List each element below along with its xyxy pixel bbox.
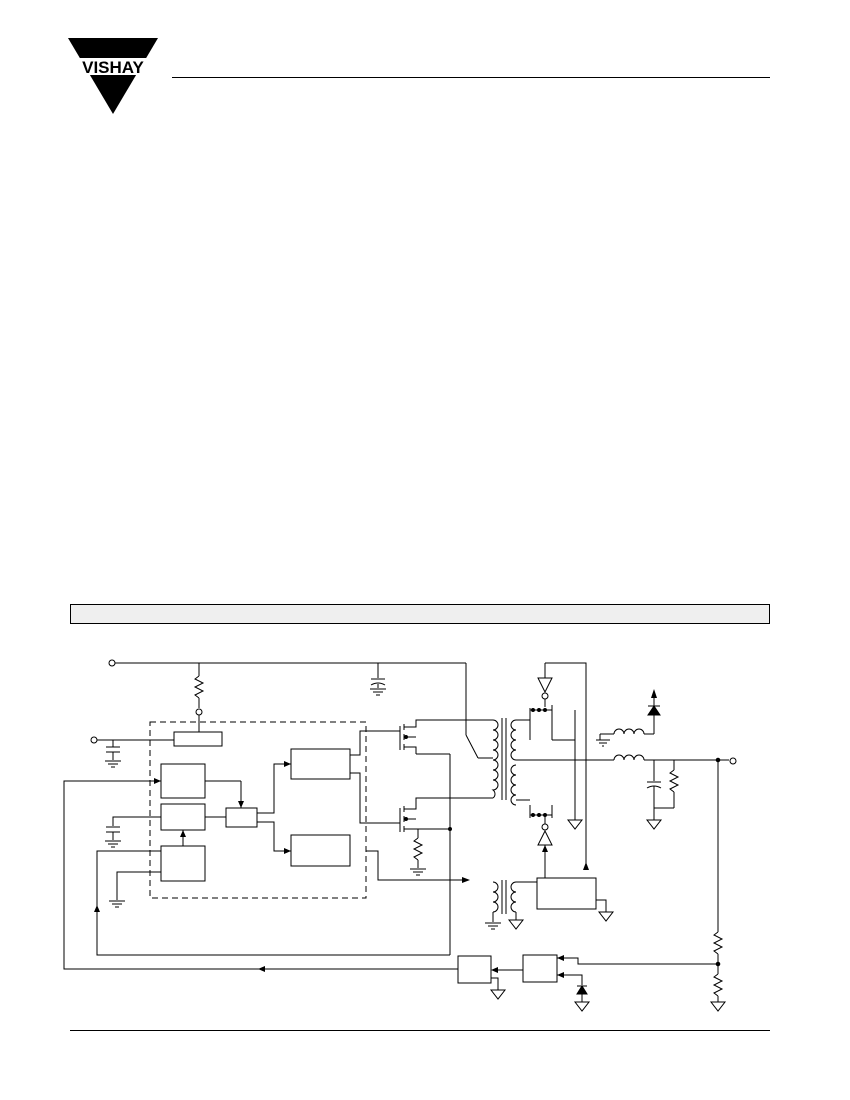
sync-rectifier-bottom xyxy=(529,805,553,878)
circuit-schematic xyxy=(63,659,737,1012)
pullup-resistor xyxy=(193,663,205,732)
secondary-controller-block xyxy=(536,877,597,910)
vishay-logo: VISHAY xyxy=(68,38,158,114)
optocoupler-block xyxy=(457,955,492,984)
header-rule xyxy=(172,77,770,78)
input-terminal xyxy=(108,659,116,667)
mosfet-b xyxy=(399,797,493,832)
figure-caption-bar xyxy=(70,604,770,624)
footer-rule xyxy=(70,1030,770,1031)
feedback-divider xyxy=(709,760,727,1012)
feedback-transformer xyxy=(485,880,537,930)
error-amp-block xyxy=(160,803,206,831)
driver-b-block xyxy=(290,834,351,867)
output-capacitor xyxy=(646,760,674,809)
input-capacitor xyxy=(370,663,386,696)
reference-zener xyxy=(557,972,591,1012)
aux-output xyxy=(596,689,661,747)
controller-ic xyxy=(149,721,367,899)
logo-text: VISHAY xyxy=(82,58,144,77)
main-transformer xyxy=(491,718,614,806)
load-resistor xyxy=(668,760,680,808)
logo-triangle xyxy=(68,38,158,114)
softstart-block xyxy=(160,845,206,882)
sense-resistor xyxy=(410,829,426,876)
error-amplifier-block xyxy=(522,954,558,983)
driver-a-block xyxy=(290,748,351,780)
bias-terminal xyxy=(90,736,98,744)
mosfet-a xyxy=(399,719,493,754)
sync-rectifier-top xyxy=(529,662,587,870)
oscillator-block xyxy=(160,763,206,799)
regulator-block xyxy=(173,731,223,747)
logic-block xyxy=(225,807,258,828)
